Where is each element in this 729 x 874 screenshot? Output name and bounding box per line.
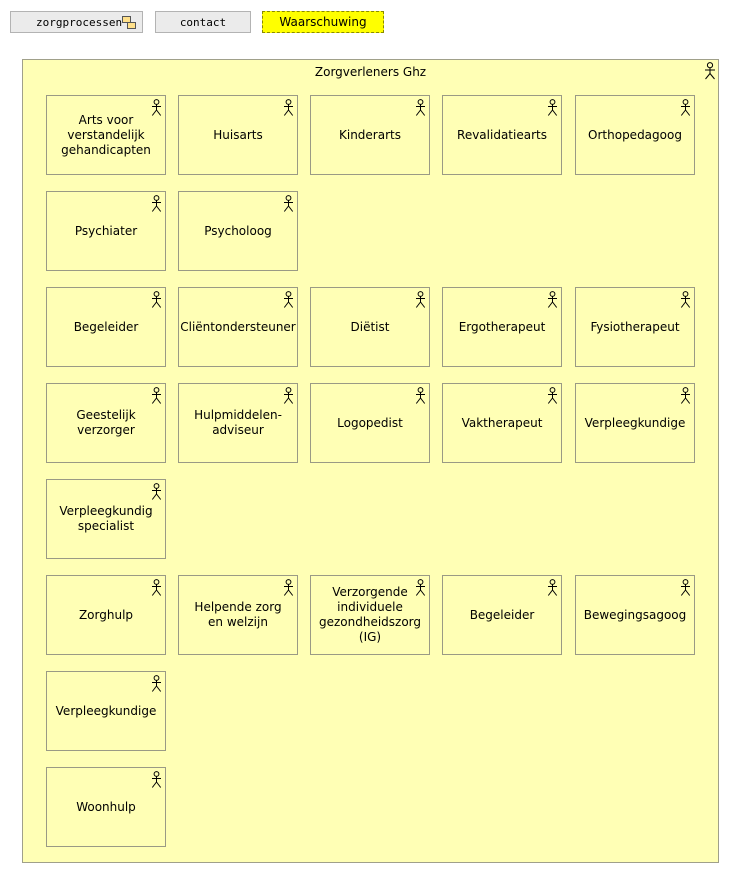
actor-icon [415, 579, 426, 596]
actor-node-label: Woonhulp [76, 799, 136, 814]
actor-node[interactable]: Logopedist [310, 383, 430, 463]
actor-node-label: Diëtist [350, 319, 390, 334]
actor-node[interactable]: Helpende zorg en welzijn [178, 575, 298, 655]
process-icon [122, 16, 136, 29]
actor-node[interactable]: Geestelijk verzorger [46, 383, 166, 463]
actor-icon [151, 771, 162, 788]
actor-node-label: Verpleegkundige [584, 415, 686, 430]
actor-icon [151, 579, 162, 596]
actor-icon [283, 291, 294, 308]
actor-node[interactable]: Orthopedagoog [575, 95, 695, 175]
actor-node-label: Orthopedagoog [588, 127, 682, 142]
actor-node-label: Arts voor verstandelijk gehandicapten [61, 112, 151, 157]
actor-node-label: Verpleegkundig specialist [59, 504, 153, 533]
contact-label: contact [179, 15, 227, 29]
actor-icon [547, 99, 558, 116]
zorgprocessen-button[interactable]: zorgprocessen [10, 11, 143, 33]
actor-node[interactable]: Revalidatiearts [442, 95, 562, 175]
waarschuwing-button[interactable]: Waarschuwing [262, 11, 384, 33]
actor-node-label: Ergotherapeut [458, 319, 546, 334]
actor-icon [283, 579, 294, 596]
waarschuwing-label: Waarschuwing [279, 15, 367, 29]
actor-icon [283, 195, 294, 212]
actor-icon [680, 579, 691, 596]
actor-node[interactable]: Fysiotherapeut [575, 287, 695, 367]
actor-node-label: Vaktherapeut [461, 415, 543, 430]
actor-node[interactable]: Psycholoog [178, 191, 298, 271]
actor-node[interactable]: Ergotherapeut [442, 287, 562, 367]
actor-node-label: Revalidatiearts [457, 127, 547, 142]
actor-node[interactable]: Zorghulp [46, 575, 166, 655]
actor-icon [680, 99, 691, 116]
actor-node[interactable]: Woonhulp [46, 767, 166, 847]
actor-node[interactable]: Verpleegkundige [46, 671, 166, 751]
actor-icon [151, 99, 162, 116]
actor-node-label: Begeleider [469, 607, 535, 622]
actor-node[interactable]: Bewegingsagoog [575, 575, 695, 655]
actor-node[interactable]: Huisarts [178, 95, 298, 175]
actor-node-label: Bewegingsagoog [583, 607, 687, 622]
actor-icon [547, 579, 558, 596]
actor-icon [283, 387, 294, 404]
actor-node[interactable]: Verpleegkundige [575, 383, 695, 463]
actor-node[interactable]: Cliëntondersteuner [178, 287, 298, 367]
contact-button[interactable]: contact [155, 11, 251, 33]
actor-node[interactable]: Begeleider [442, 575, 562, 655]
actor-node-label: Psycholoog [204, 223, 272, 238]
actor-node[interactable]: Hulpmiddelen-adviseur [178, 383, 298, 463]
actor-icon [680, 387, 691, 404]
actor-node-label: Logopedist [337, 415, 403, 430]
actor-node[interactable]: Arts voor verstandelijk gehandicapten [46, 95, 166, 175]
actor-node-label: Begeleider [73, 319, 139, 334]
actor-icon [151, 387, 162, 404]
actor-icon [151, 675, 162, 692]
actor-icon [415, 387, 426, 404]
actor-icon [705, 62, 715, 80]
actor-icon [151, 291, 162, 308]
actor-icon [415, 291, 426, 308]
actor-node-label: Zorghulp [78, 607, 134, 622]
actor-icon [151, 483, 162, 500]
actor-node-label: Helpende zorg en welzijn [194, 600, 282, 629]
group-title: Zorgverleners Ghz [314, 65, 427, 79]
actor-icon [151, 195, 162, 212]
actor-icon [547, 291, 558, 308]
actor-node[interactable]: Psychiater [46, 191, 166, 271]
actor-node-label: Verpleegkundige [55, 703, 157, 718]
actor-node-label: Huisarts [213, 127, 263, 142]
actor-node[interactable]: Diëtist [310, 287, 430, 367]
actor-node[interactable]: Verzorgende individuele gezondheidszorg … [310, 575, 430, 655]
actor-node[interactable]: Vaktherapeut [442, 383, 562, 463]
actor-node[interactable]: Kinderarts [310, 95, 430, 175]
actor-node[interactable]: Begeleider [46, 287, 166, 367]
actor-node-label: Cliëntondersteuner [180, 319, 296, 334]
actor-node-label: Psychiater [74, 223, 138, 238]
actor-node-label: Geestelijk verzorger [76, 408, 136, 437]
actor-node-label: Hulpmiddelen-adviseur [194, 408, 282, 437]
actor-icon [547, 387, 558, 404]
actor-icon [680, 291, 691, 308]
zorgprocessen-label: zorgprocessen [36, 15, 123, 29]
actor-node-label: Verzorgende individuele gezondheidszorg … [318, 585, 422, 644]
actor-node-label: Kinderarts [339, 127, 401, 142]
actor-node[interactable]: Verpleegkundig specialist [46, 479, 166, 559]
actor-icon [415, 99, 426, 116]
actor-node-label: Fysiotherapeut [590, 319, 680, 334]
actor-icon [283, 99, 294, 116]
zorgverleners-group: Zorgverleners Ghz Arts voor verstandelij… [22, 59, 719, 863]
